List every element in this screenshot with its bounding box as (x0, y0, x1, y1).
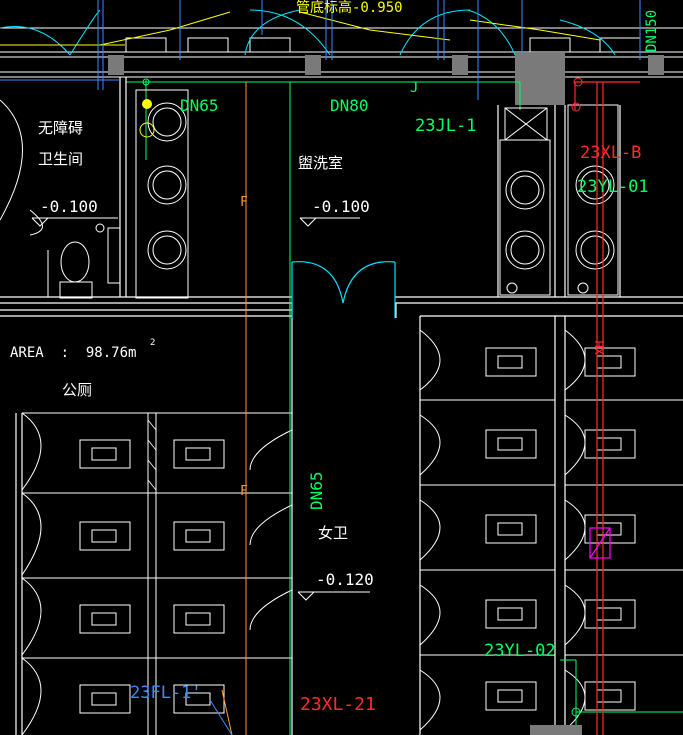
washroom-sinks-left (135, 89, 189, 299)
green-pipes (289, 82, 683, 735)
pipe-nodes (142, 78, 581, 717)
accessible-toilet-fixtures (0, 99, 121, 299)
top-supply-lines (0, 11, 601, 160)
label-dn65-vertical: DN65 (307, 471, 326, 510)
stalls-middle (419, 329, 555, 731)
fire-hydrant (589, 527, 611, 559)
label-jl-1: 23JL-1 (415, 116, 476, 136)
stall-hatch (147, 419, 157, 491)
label-fl-1: 23FL-1' (130, 683, 202, 703)
blue-pipes (0, 79, 233, 735)
label-area: AREA : 98.76m (10, 345, 136, 361)
top-door-arcs (0, 9, 616, 56)
label-f-mark-2: F (240, 484, 248, 499)
label-f-mark-1: F (240, 195, 248, 210)
top-vertical-pipes (97, 0, 641, 100)
floor-drain-box (504, 107, 548, 141)
label-xl-b: 23XL-B (580, 143, 641, 163)
label-public-toilet: 公厕 (62, 381, 92, 399)
label-top-elevation: 管底标高-0.950 (296, 0, 403, 16)
valve-symbols (139, 77, 583, 138)
washroom-double-door (291, 261, 396, 318)
label-yl-02: 23YL-02 (484, 641, 556, 661)
label-accessible-wc-2: 卫生间 (38, 150, 83, 168)
label-xl-21: 23XL-21 (300, 694, 376, 715)
label-xh-mark: XH (593, 341, 607, 355)
label-washroom: 盥洗室 (298, 154, 343, 172)
orange-pipes (221, 82, 247, 735)
bottom-columns (530, 725, 582, 735)
washroom-sinks-right (499, 104, 619, 296)
label-accessible-elev: -0.100 (40, 197, 98, 216)
elevation-markers (31, 217, 370, 601)
label-area-sup: 2 (150, 338, 155, 348)
label-womens-elev: -0.120 (316, 570, 374, 589)
label-yl-01: 23YL-01 (577, 177, 649, 197)
label-washroom-elev: -0.100 (312, 197, 370, 216)
label-j-mark: J (410, 80, 418, 96)
walls (0, 77, 683, 735)
top-structure (0, 27, 683, 78)
red-drain-pipes (574, 81, 640, 735)
label-accessible-wc-1: 无障碍 (38, 119, 83, 137)
top-columns (108, 53, 664, 105)
label-dn65-top: DN65 (180, 96, 219, 115)
label-dn80: DN80 (330, 96, 369, 115)
stalls-right (564, 329, 683, 731)
label-dn150: DN150 (644, 10, 660, 52)
stalls-left (21, 412, 293, 735)
label-womens-toilet: 女卫 (318, 524, 348, 542)
